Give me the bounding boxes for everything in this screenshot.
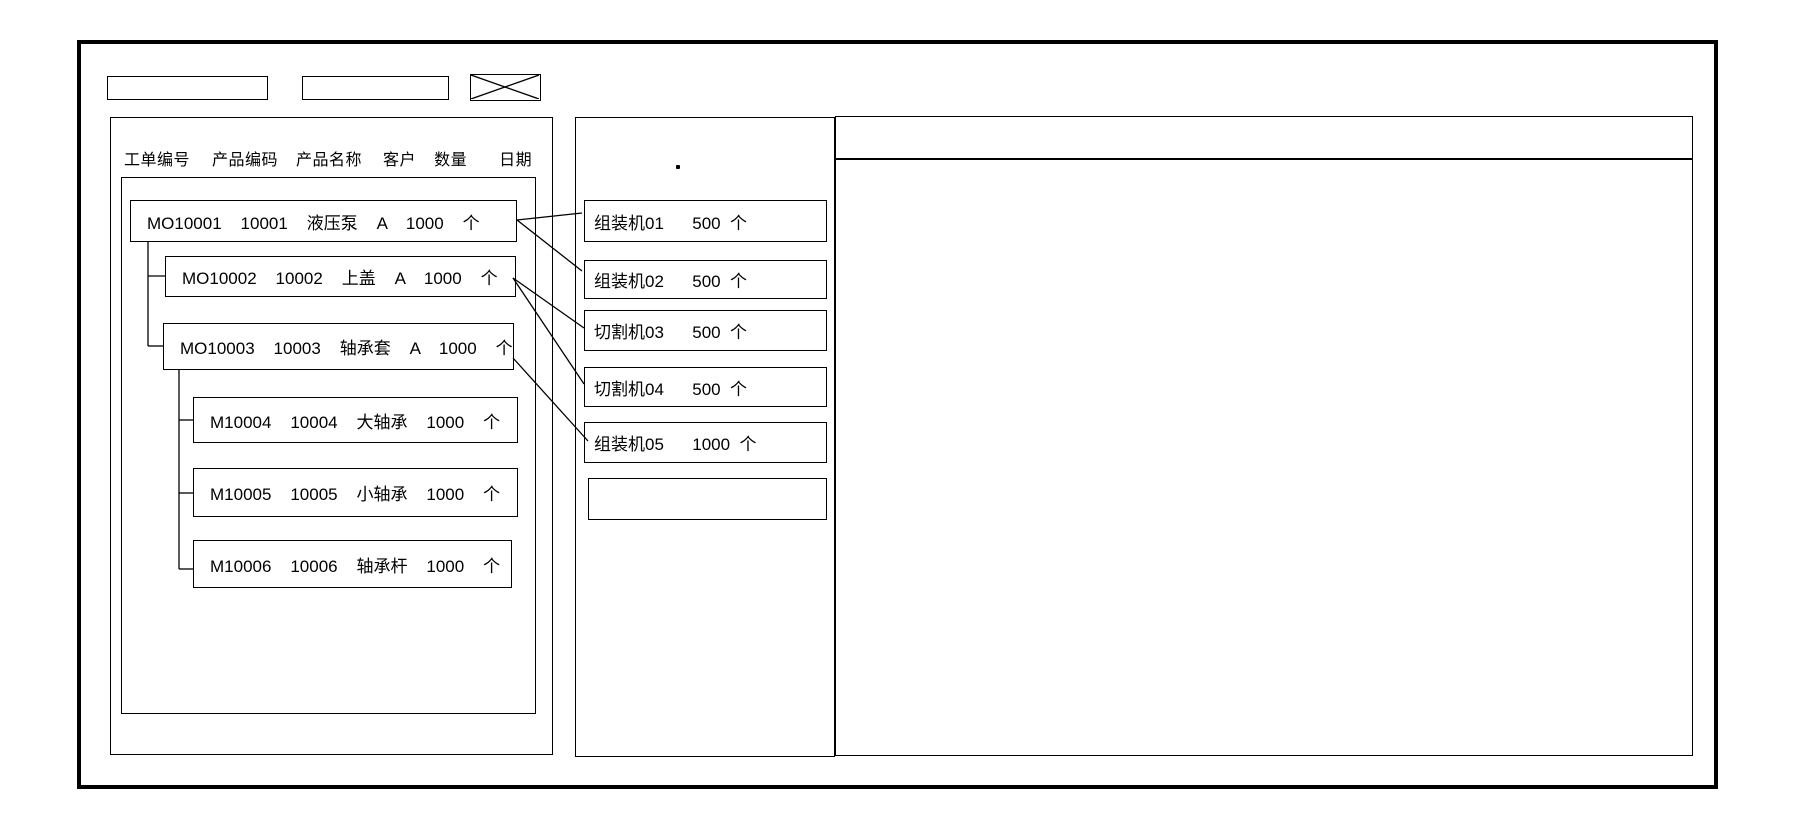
work-order-row[interactable]: MO10001 10001 液压泵 A 1000 个 <box>130 200 517 242</box>
dot-mark <box>676 165 680 169</box>
work-order-row[interactable]: M10005 10005 小轴承 1000 个 <box>193 468 518 517</box>
app-window-border <box>77 40 1718 789</box>
detail-panel <box>835 116 1693 756</box>
column-header: 数量 <box>434 152 468 169</box>
toolbar-input-2[interactable] <box>302 76 449 100</box>
column-header: 日期 <box>499 152 533 169</box>
column-header: 产品编码 <box>212 152 279 169</box>
close-button[interactable] <box>470 74 541 101</box>
work-order-row[interactable]: M10006 10006 轴承杆 1000 个 <box>193 540 512 588</box>
detail-panel-header-divider <box>836 158 1692 160</box>
column-header: 工单编号 <box>124 152 191 169</box>
machine-item[interactable]: 组装机05 1000 个 <box>584 422 827 463</box>
x-icon <box>471 75 539 99</box>
machine-item[interactable]: 组装机01 500 个 <box>584 200 827 242</box>
work-order-header-row: 工单编号 产品编码产品名称 客户数量 日期 <box>124 146 532 170</box>
machine-item[interactable]: 切割机04 500 个 <box>584 367 827 407</box>
machine-item[interactable]: 组装机02 500 个 <box>584 260 827 299</box>
work-order-row[interactable]: M10004 10004 大轴承 1000 个 <box>193 397 518 443</box>
machine-item-empty[interactable] <box>588 478 827 520</box>
column-header: 产品名称 <box>296 152 363 169</box>
work-order-row[interactable]: MO10003 10003 轴承套 A 1000 个 <box>163 323 514 370</box>
work-order-row[interactable]: MO10002 10002 上盖 A 1000 个 <box>165 256 516 297</box>
toolbar-input-1[interactable] <box>107 76 268 100</box>
column-header: 客户 <box>383 152 417 169</box>
machine-item[interactable]: 切割机03 500 个 <box>584 310 827 351</box>
